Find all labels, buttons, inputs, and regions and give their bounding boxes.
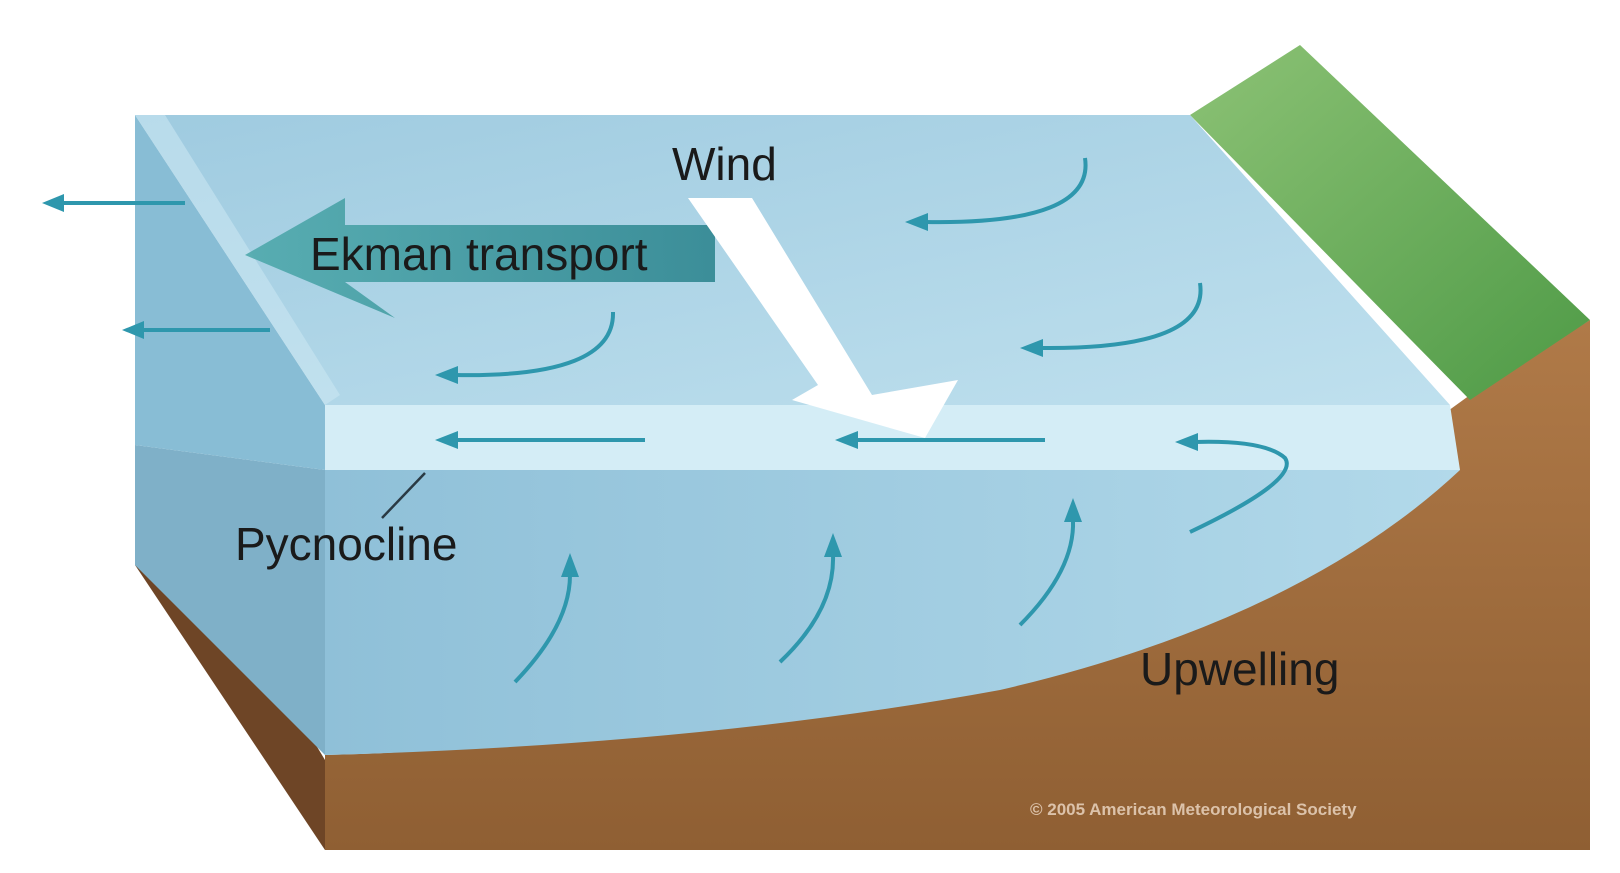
pycnocline-flow-arrows	[435, 431, 1289, 534]
surface-flow-arrows	[435, 157, 1203, 384]
seafloor	[325, 320, 1590, 850]
ekman-transport-label: Ekman transport	[310, 228, 648, 280]
wind-arrow	[688, 198, 958, 438]
pycnocline-label: Pycnocline	[235, 518, 457, 570]
ekman-transport-arrow	[245, 198, 715, 318]
upper-layer-edge-highlight	[135, 115, 340, 405]
upwelling-label: Upwelling	[1140, 643, 1339, 695]
upwelling-flow-arrows	[513, 498, 1082, 684]
copyright-credit: © 2005 American Meteorological Society	[1030, 800, 1357, 819]
pycnocline-band	[325, 405, 1460, 470]
pycnocline-leader-line	[381, 472, 426, 519]
ocean-surface	[135, 115, 1450, 405]
deep-water-side	[135, 445, 325, 755]
wind-label: Wind	[672, 138, 777, 190]
land-grass	[1190, 45, 1590, 400]
offshore-flow-arrows	[42, 194, 270, 339]
deep-water-front	[325, 470, 1460, 755]
